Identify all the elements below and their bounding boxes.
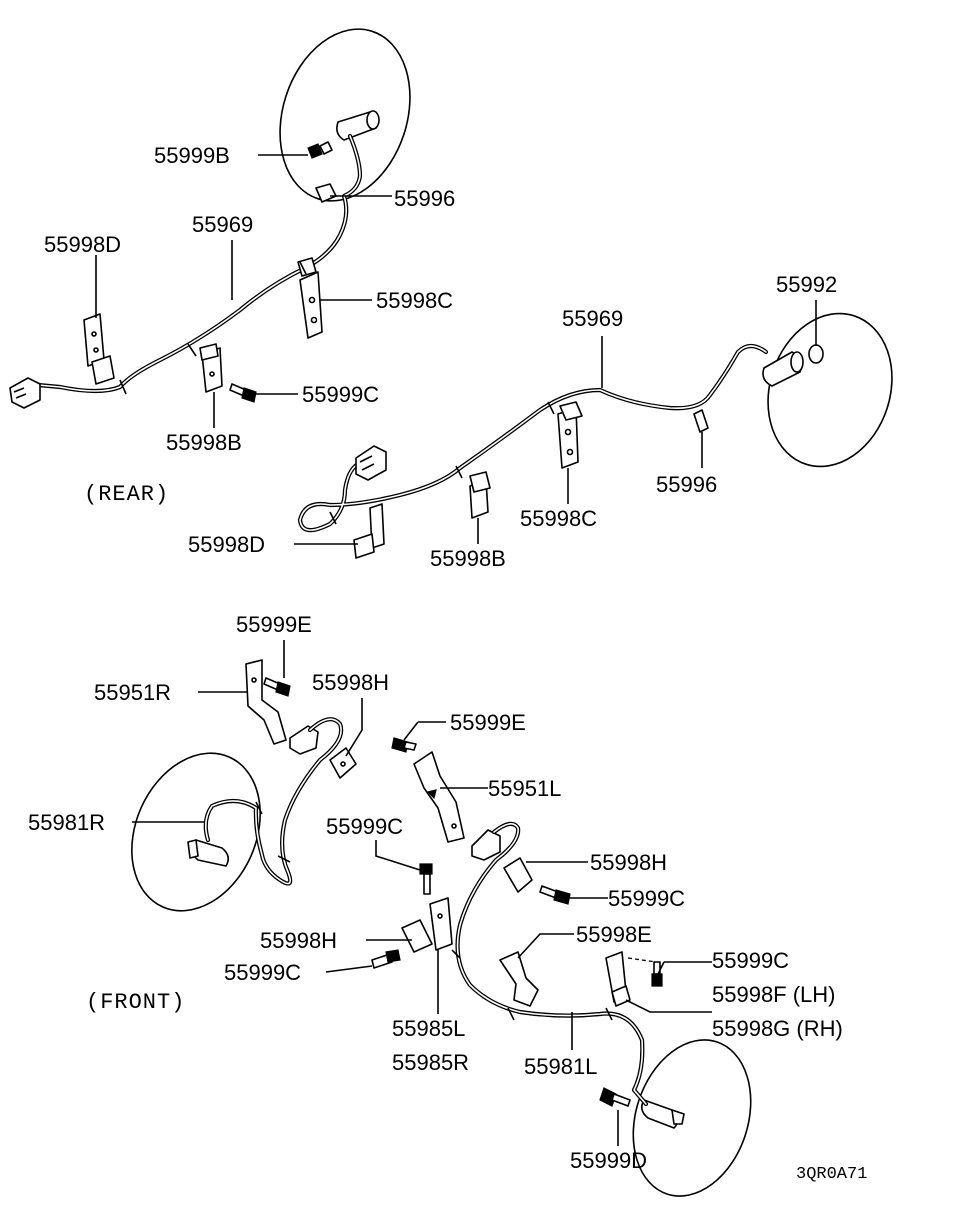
- label-55981L: 55981L: [524, 1054, 597, 1079]
- label-55996-top: 55996: [394, 186, 455, 211]
- label-55998F-LH: 55998F (LH): [712, 982, 836, 1007]
- label-55999E-top: 55999E: [236, 612, 312, 637]
- label-55981R: 55981R: [28, 810, 105, 835]
- front-right-assembly: [371, 737, 752, 1197]
- front-left-assembly: [131, 659, 357, 912]
- label-55998G-RH: 55998G (RH): [712, 1016, 843, 1041]
- label-55999C-left: 55999C: [224, 960, 301, 985]
- drawing-code: 3QR0A71: [796, 1165, 867, 1184]
- label-55951R: 55951R: [94, 680, 171, 705]
- front-right-speed-sensor: [640, 1099, 685, 1129]
- front-left-wheel-outline: [131, 752, 261, 912]
- rear-right-assembly: [297, 312, 893, 559]
- rear-left-speed-sensor: [336, 110, 380, 141]
- label-55998H-right: 55998H: [590, 850, 667, 875]
- front-leader-lines: [132, 640, 712, 1146]
- label-55998B-left: 55998B: [166, 430, 242, 455]
- label-55999C-far: 55999C: [712, 948, 789, 973]
- bracket-55951L: [413, 751, 465, 843]
- label-55951L: 55951L: [488, 776, 561, 801]
- label-55999E-mid: 55999E: [450, 710, 526, 735]
- rear-right-speed-sensor: [762, 351, 804, 387]
- label-55998H-top: 55998H: [312, 670, 389, 695]
- rear-right-connector: [355, 445, 387, 481]
- rear-left-assembly: [9, 28, 411, 409]
- label-55998D-right: 55998D: [188, 532, 265, 557]
- rear-left-connector: [9, 377, 41, 409]
- label-55985R: 55985R: [392, 1050, 469, 1075]
- section-front-title: (FRONT): [86, 990, 185, 1015]
- label-55992: 55992: [776, 272, 837, 297]
- rear-left-wheel-outline: [279, 28, 411, 202]
- front-left-speed-sensor: [187, 839, 230, 867]
- label-55996-right: 55996: [656, 472, 717, 497]
- section-rear-title: (REAR): [84, 482, 169, 507]
- label-55998D-left: 55998D: [44, 232, 121, 257]
- label-55999C-right: 55999C: [608, 886, 685, 911]
- label-55999D: 55999D: [570, 1148, 647, 1173]
- label-55998E: 55998E: [576, 922, 652, 947]
- label-55998H-left: 55998H: [260, 928, 337, 953]
- labels: 55999B 55996 55969 55998D 55998C 55999C …: [28, 143, 867, 1184]
- front-right-wheel-outline: [632, 1039, 752, 1197]
- label-55985L: 55985L: [392, 1016, 465, 1041]
- label-55999B: 55999B: [154, 143, 230, 168]
- label-55999C-mid: 55999C: [326, 814, 403, 839]
- o-ring-55992: [808, 344, 824, 364]
- rear-leader-lines: [95, 154, 817, 545]
- rear-right-cable: [297, 343, 769, 533]
- label-55969-left: 55969: [192, 212, 253, 237]
- label-55999C-rear: 55999C: [302, 382, 379, 407]
- rear-right-wheel-outline: [767, 312, 893, 468]
- label-55998C-right: 55998C: [520, 506, 597, 531]
- label-55998B-right: 55998B: [430, 546, 506, 571]
- label-55998C-top: 55998C: [376, 288, 453, 313]
- bracket-55951R: [245, 659, 287, 745]
- label-55969-right: 55969: [562, 306, 623, 331]
